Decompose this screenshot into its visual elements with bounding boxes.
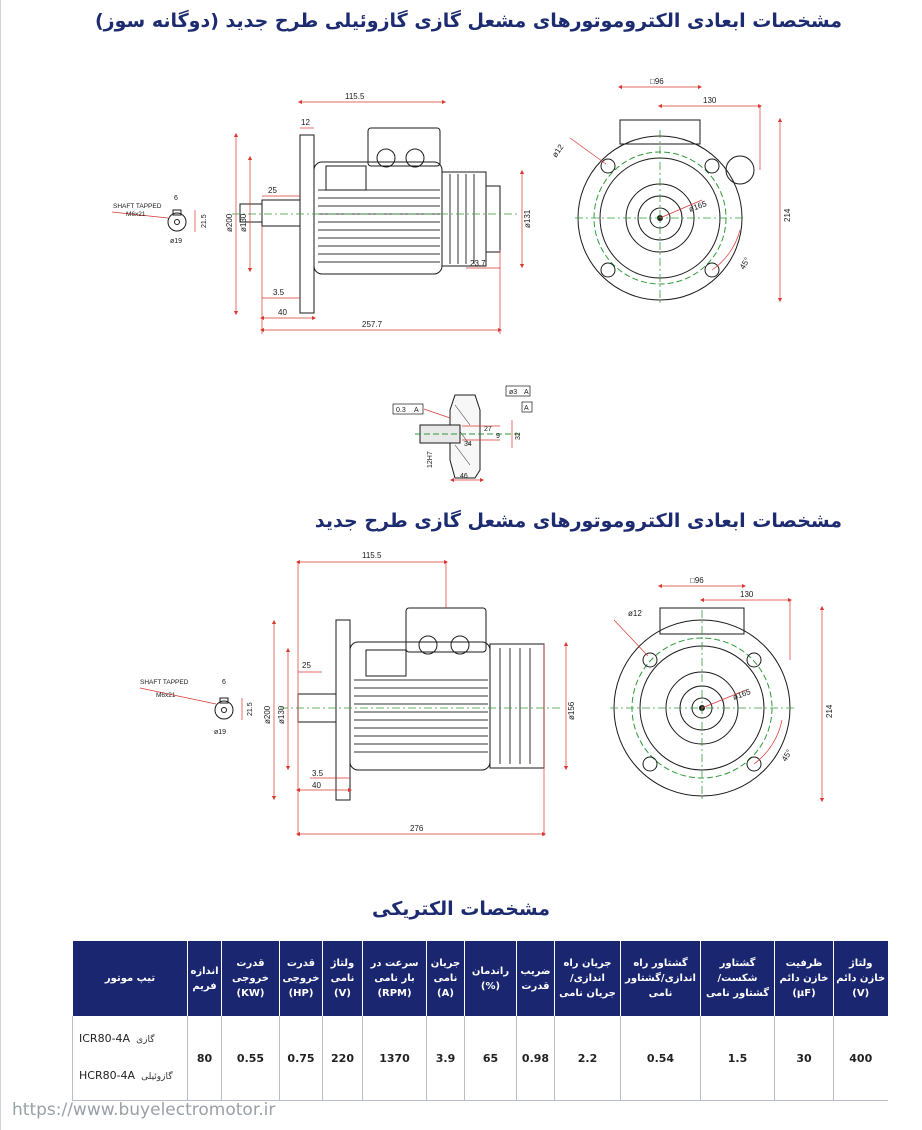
- shaft-dia-1: ø19: [170, 238, 182, 245]
- shaft-height-1: 21.5: [201, 214, 208, 228]
- dim-12-a: 12: [301, 118, 310, 127]
- motor-side-view-1: [239, 127, 501, 314]
- header-capacitor-capacity: ظرفیت خازن دائم(µF): [774, 941, 834, 1016]
- detail-dim-32: 32: [515, 432, 522, 440]
- header-voltage: ولتاژ نامی(V): [322, 941, 363, 1016]
- value-power-kw: 0.55: [221, 1016, 280, 1101]
- shaft-height-2: 21.5: [247, 702, 254, 716]
- title-dual-fuel: مشخصات ابعادی الکتروموتورهای مشعل گازی گ…: [94, 10, 842, 32]
- table-header-row: تیپ موتور اندازه فریم قدرت خروجی(KW) قدر…: [72, 941, 888, 1016]
- dim-25-b: 25: [302, 661, 311, 670]
- header-power-factor: ضریب قدرت: [516, 941, 555, 1016]
- value-current: 3.9: [426, 1016, 465, 1101]
- shaft-dia-2: ø19: [214, 729, 226, 736]
- value-starting-torque: 0.54: [620, 1016, 701, 1101]
- value-frame: 80: [187, 1016, 222, 1101]
- dim-200-b: ø200: [263, 705, 272, 724]
- detail-datum-a1: A: [414, 407, 419, 414]
- detail-datum-a3: A: [524, 405, 529, 412]
- dim-130-a: ø130: [239, 213, 248, 232]
- detail-tol-03: 0.3: [396, 407, 406, 414]
- value-voltage: 220: [322, 1016, 363, 1101]
- end1-dim-214: 214: [783, 208, 792, 222]
- end1-dim-45: 45°: [738, 256, 752, 271]
- header-starting-torque-ratio: گشتاور راه اندازی/گشتاور نامی: [620, 941, 701, 1016]
- dim-23-7: 23.7: [470, 259, 486, 268]
- dim-3-5-b: 3.5: [312, 769, 324, 778]
- dim-115-5-a: 115.5: [345, 92, 365, 101]
- shaft-key-1: 6: [174, 195, 178, 202]
- dimension-lines-2: [271, 559, 569, 837]
- shaft-key-2: 6: [222, 679, 226, 686]
- shaft-thread-2: M6x21: [156, 692, 176, 699]
- end2-dim-12: ø12: [628, 609, 642, 618]
- value-power-factor: 0.98: [516, 1016, 555, 1101]
- end2-dim-214: 214: [825, 704, 834, 718]
- electrical-specs-table: تیپ موتور اندازه فریم قدرت خروجی(KW) قدر…: [72, 941, 888, 1101]
- end1-dim-165: ø165: [688, 199, 709, 214]
- detail-dim-46: 46: [460, 473, 468, 480]
- title-electrical-specs: مشخصات الکتریکی: [371, 898, 551, 920]
- dim-130-b: ø130: [277, 705, 286, 724]
- value-speed: 1370: [362, 1016, 427, 1101]
- end2-dim-165: ø165: [732, 687, 753, 702]
- shaft-detail-1: SHAFT TAPPED M6x21 6 21.5 ø19: [111, 195, 208, 245]
- header-speed: سرعت در بار نامی(RPM): [362, 941, 427, 1016]
- value-efficiency: 65: [464, 1016, 517, 1101]
- dim-40-b: 40: [312, 781, 321, 790]
- value-power-hp: 0.75: [279, 1016, 323, 1101]
- end2-dim-130: 130: [740, 590, 754, 599]
- title-gas-burner: مشخصات ابعادی الکتروموتورهای مشعل گازی ط…: [314, 510, 842, 532]
- value-capacitor-voltage: 400: [833, 1016, 888, 1101]
- detail-dim-34: 34: [464, 441, 472, 448]
- dim-200-a: ø200: [225, 213, 234, 232]
- detail-dia3: ø3: [509, 389, 517, 396]
- detail-dim-9: 9: [496, 433, 500, 440]
- dim-40-a: 40: [278, 308, 287, 317]
- dimension-lines-1: [233, 99, 525, 334]
- value-capacitor-capacity: 30: [774, 1016, 834, 1101]
- end1-dim-96: □96: [650, 77, 664, 86]
- motor-side-view-2: [297, 607, 545, 801]
- end1-dim-130: 130: [703, 96, 717, 105]
- shaft-tapped-label-1: SHAFT TAPPED: [113, 203, 162, 210]
- dim-276: 276: [410, 824, 424, 833]
- dim-257-7: 257.7: [362, 320, 383, 329]
- dim-131: ø131: [523, 209, 532, 228]
- motor-end-view-1: □96 130 ø12 ø165 214 45°: [550, 77, 792, 305]
- dim-3-5-a: 3.5: [273, 288, 285, 297]
- shaft-section-detail: 0.3 A ø3 A A 27 34 46 32 12H7 9: [392, 385, 533, 483]
- detail-dim-27: 27: [484, 426, 492, 433]
- dim-115-5-b: 115.5: [362, 551, 382, 560]
- footer-url: https://www.buyelectromotor.ir: [12, 1100, 276, 1120]
- header-frame-size: اندازه فریم: [187, 941, 222, 1016]
- header-efficiency: راندمان(%): [464, 941, 517, 1016]
- dim-156: ø156: [567, 701, 576, 720]
- page-edge: [0, 0, 1, 1130]
- detail-datum-a2: A: [524, 389, 529, 396]
- value-breakdown-torque: 1.5: [700, 1016, 775, 1101]
- header-power-hp: قدرت خروجی(HP): [279, 941, 323, 1016]
- shaft-detail-2: SHAFT TAPPED M6x21 6 21.5 ø19: [139, 679, 254, 736]
- end1-dim-12: ø12: [550, 142, 566, 159]
- header-current: جریان نامی(A): [426, 941, 465, 1016]
- dim-25-a: 25: [268, 186, 277, 195]
- shaft-tapped-label-2: SHAFT TAPPED: [140, 679, 189, 686]
- header-power-kw: قدرت خروجی(KW): [221, 941, 280, 1016]
- detail-dim-12h7: 12H7: [427, 451, 434, 468]
- header-starting-current-ratio: جریان راه اندازی/جریان نامی: [554, 941, 621, 1016]
- motor-end-view-2: □96 130 ø12 ø165 214 45°: [610, 576, 834, 803]
- header-motor-type: تیپ موتور: [72, 941, 188, 1016]
- end2-dim-96: □96: [690, 576, 704, 585]
- value-starting-current: 2.2: [554, 1016, 621, 1101]
- end2-dim-45: 45°: [780, 748, 794, 763]
- shaft-thread-1: M6x21: [126, 211, 146, 218]
- header-breakdown-torque-ratio: گشتاور شکست/گشتاور نامی: [700, 941, 775, 1016]
- header-capacitor-voltage: ولتاژ خازن دائم(V): [833, 941, 888, 1016]
